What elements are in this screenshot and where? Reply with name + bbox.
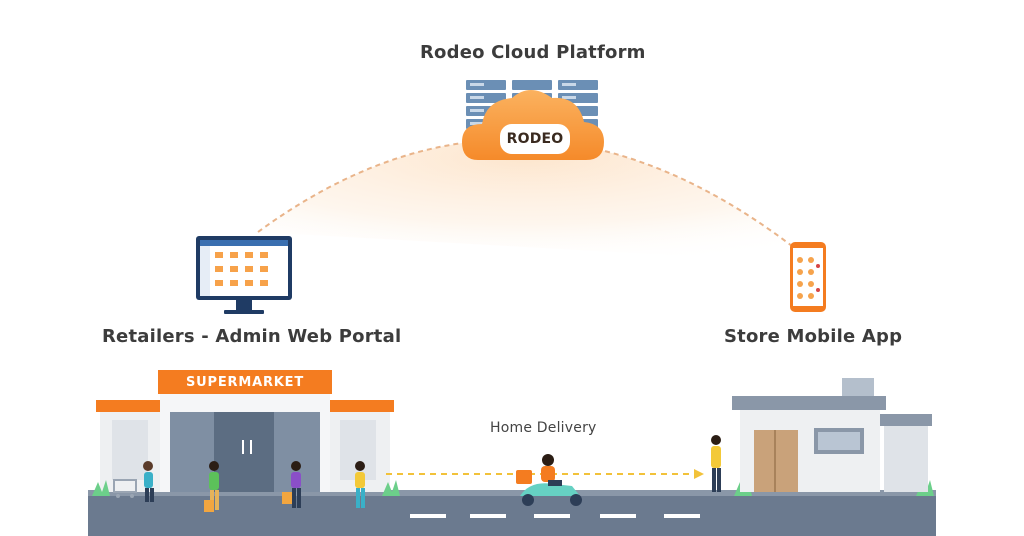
shoppers [113,461,365,512]
arrow-right-icon [694,469,704,479]
phone-icon [790,242,826,312]
road-markings [410,514,700,518]
supermarket-building [96,370,394,492]
delivery-label: Home Delivery [490,420,597,436]
cloud-logo-text: RODEO [506,131,564,147]
admin-portal-label: Retailers - Admin Web Portal [102,326,402,347]
house-building [732,378,932,492]
monitor-icon [196,236,292,314]
scooter-rider-icon [516,454,582,506]
cloud-icon [462,90,604,160]
shopping-cart-icon [113,479,137,498]
sidewalk [88,490,936,496]
road [88,494,936,536]
mobile-app-label: Store Mobile App [724,326,903,347]
connection-dome [258,139,792,262]
supermarket-sign: SUPERMARKET [186,375,304,390]
connection-arc [257,138,793,247]
customer [711,435,721,492]
diagram-title: Rodeo Cloud Platform [420,42,646,63]
